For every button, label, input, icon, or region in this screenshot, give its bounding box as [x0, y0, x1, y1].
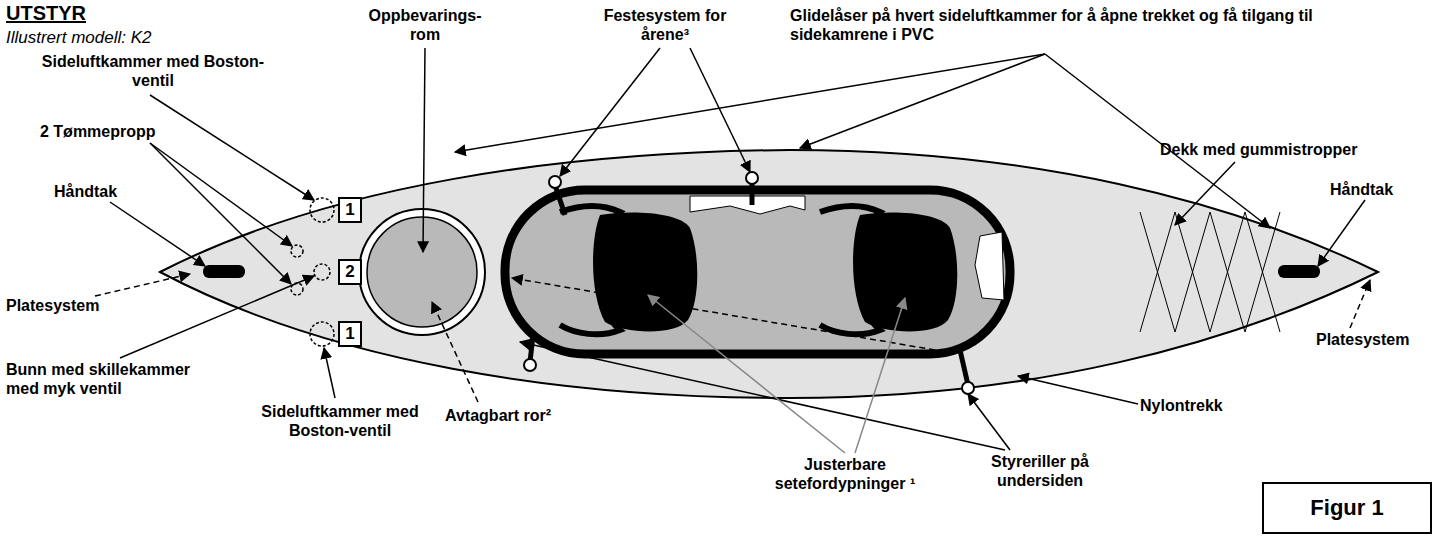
part-label: Håndtak	[1330, 180, 1393, 199]
figure-text: Figur 1	[1310, 495, 1383, 521]
part-label: Illustrert modell: K2	[6, 28, 152, 47]
callout-number: 1	[338, 197, 362, 223]
callout-number: 2	[338, 259, 362, 285]
part-label: Platesystem	[6, 296, 99, 315]
part-label: Glidelåser på hvert sideluftkammer for å…	[790, 6, 1410, 44]
part-label: Nylontrekk	[1140, 396, 1223, 415]
callout-number: 1	[338, 321, 362, 347]
part-label: Sideluftkammer med Boston-ventil	[38, 52, 268, 90]
handle	[203, 265, 245, 278]
cockpit-rim	[505, 190, 1010, 354]
part-label: Dekk med gummistropper	[1160, 140, 1357, 159]
part-label: Justerbare setefordypninger ¹	[740, 455, 950, 493]
part-label: Styreriller på undersiden	[960, 452, 1120, 490]
part-label: Oppbevarings-rom	[365, 6, 485, 44]
hatch-lid	[367, 217, 477, 327]
figure-box: Figur 1	[1262, 482, 1432, 534]
part-label: Håndtak	[54, 182, 117, 201]
kayak-hull	[160, 150, 1378, 398]
deck-bungee	[1140, 212, 1280, 332]
valve	[291, 198, 334, 346]
leader-line	[95, 48, 1370, 450]
handle	[1278, 265, 1320, 278]
callout-text: 1	[345, 200, 354, 220]
cockpit-cutaway	[690, 196, 805, 214]
seat-back	[820, 206, 880, 334]
paddle-clip	[524, 172, 974, 394]
part-label: 2 Tømmepropp	[40, 122, 156, 141]
part-label: Festesystem for årene³	[585, 6, 745, 44]
callout-text: 1	[345, 324, 354, 344]
heading: UTSTYR	[6, 4, 86, 23]
part-label: Avtagbart ror²	[445, 406, 551, 425]
part-label: Platesystem	[1316, 330, 1409, 349]
leader-line	[648, 295, 905, 453]
callout-text: 2	[345, 262, 354, 282]
part-label: Sideluftkammer med Boston-ventil	[240, 402, 440, 440]
cockpit-cutaway	[975, 232, 1004, 300]
seat-back	[560, 206, 620, 334]
part-label: Bunn med skillekammer med myk ventil	[6, 360, 196, 398]
hatch-ring	[359, 209, 485, 335]
